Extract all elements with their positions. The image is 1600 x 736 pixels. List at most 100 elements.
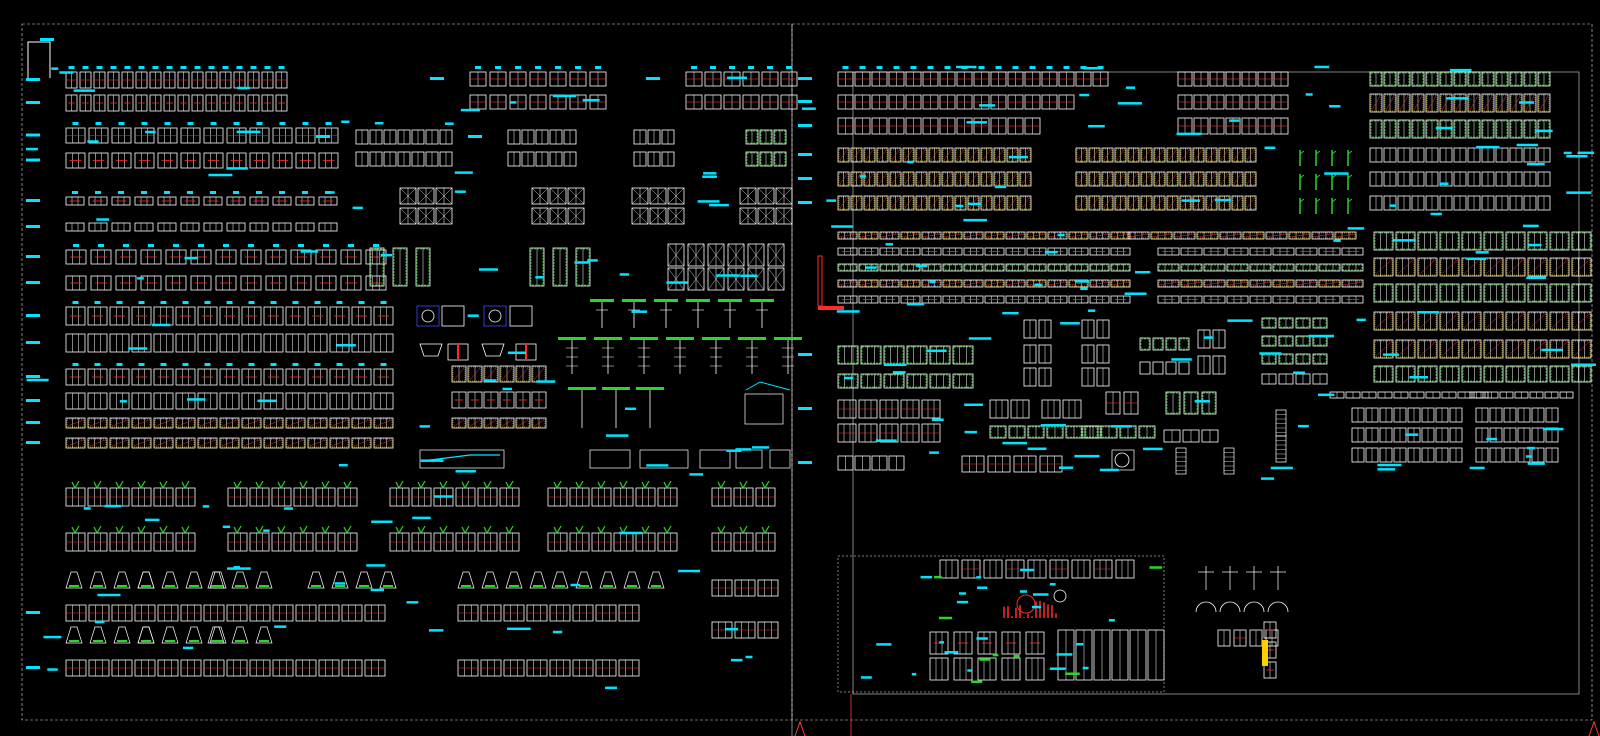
window-frame <box>1010 399 1030 419</box>
window-frame <box>1226 295 1249 304</box>
hatch-pattern <box>859 280 878 287</box>
fixture-section <box>419 343 443 357</box>
annotation-text <box>186 398 206 401</box>
section-line <box>965 281 982 286</box>
footing-outline <box>89 571 107 589</box>
section-line <box>1485 313 1502 329</box>
window-frame <box>1178 361 1190 375</box>
window-frame <box>1226 247 1249 256</box>
section-line <box>1221 233 1240 238</box>
annotation-text <box>689 473 704 476</box>
hatch-pattern <box>1090 232 1109 239</box>
section-line <box>995 197 1004 209</box>
plant-symbol <box>505 525 514 534</box>
section-line <box>309 439 326 447</box>
glass-hatch <box>1440 284 1459 302</box>
opening-swing <box>727 267 745 291</box>
section-line <box>533 367 545 381</box>
window-frame <box>175 392 196 410</box>
annotation-text <box>552 630 563 634</box>
annotation-text <box>752 446 770 449</box>
window-frame <box>837 279 858 288</box>
section-line <box>1103 197 1112 209</box>
section-line <box>891 149 900 161</box>
annotation-text <box>412 516 431 520</box>
section-line <box>969 149 978 161</box>
annotation-text <box>976 637 988 640</box>
r-strip-f <box>1127 231 1357 240</box>
hatch-pattern <box>516 366 530 382</box>
glass-hatch <box>907 374 927 388</box>
glass-hatch <box>1384 72 1396 86</box>
section-line <box>902 281 919 286</box>
bracket-top <box>622 299 646 302</box>
hatch-pattern <box>903 172 914 186</box>
swing-windows-e <box>631 187 685 205</box>
glass-hatch <box>1496 72 1508 86</box>
label-text <box>26 281 40 284</box>
annotation-text <box>1034 283 1043 287</box>
strip-window-sections-b <box>26 222 338 232</box>
hatch-pattern <box>922 232 941 239</box>
hatch-pattern <box>1193 172 1204 186</box>
hatch-pattern <box>851 148 862 162</box>
section-line <box>375 419 392 427</box>
section-line <box>1198 233 1217 238</box>
annotation-text <box>1526 162 1545 166</box>
window-frame <box>879 263 900 272</box>
glass-hatch <box>1296 318 1310 328</box>
window-frame <box>1549 283 1570 303</box>
section-line <box>878 149 887 161</box>
hatch-pattern <box>110 438 129 448</box>
glass-hatch <box>393 248 407 286</box>
annotation-text <box>1032 593 1049 596</box>
section-line <box>881 233 898 238</box>
window-frame <box>1549 231 1570 251</box>
dimension-tag <box>248 363 255 366</box>
annotation-text <box>1013 654 1020 658</box>
annotation-text <box>1329 105 1341 108</box>
r-hatched-f <box>1075 195 1257 211</box>
plant-symbol <box>597 480 606 489</box>
section-line <box>533 419 545 427</box>
window-frame <box>1005 279 1026 288</box>
window-frame <box>1001 631 1021 655</box>
annotation-text <box>956 600 969 604</box>
dimension-tag <box>314 363 321 366</box>
hatch-pattern <box>1440 340 1459 358</box>
section-line <box>1497 95 1507 111</box>
annotation-text <box>1056 653 1073 656</box>
glass-hatch <box>1398 120 1410 138</box>
annotation-text <box>1566 155 1588 158</box>
r-door-b <box>837 423 941 443</box>
footing-outline <box>379 571 397 589</box>
section-line <box>839 233 856 238</box>
annotation-text <box>1450 68 1472 72</box>
plant-symbol <box>461 480 470 489</box>
r-window-col-d <box>1081 319 1110 339</box>
plant-symbol <box>277 480 286 489</box>
window-frame <box>1272 247 1295 256</box>
window-frame <box>921 279 942 288</box>
hatch-pattern <box>1089 196 1100 210</box>
glass-hatch <box>370 248 384 286</box>
label-text <box>798 77 812 80</box>
hatch-pattern <box>452 418 466 428</box>
glass-hatch <box>964 264 983 271</box>
dimension-tag <box>204 363 211 366</box>
window-frame <box>240 249 262 265</box>
dimension-tag <box>859 66 866 69</box>
annotation-text <box>826 199 837 202</box>
plant-symbol <box>761 480 770 489</box>
plant-symbol <box>233 525 242 534</box>
hatch-pattern <box>516 418 530 428</box>
window-frame <box>1549 257 1570 277</box>
hatch-pattern <box>330 418 349 428</box>
dimension-tag <box>336 363 343 366</box>
window-frame <box>153 437 174 449</box>
window-frame <box>1527 365 1548 383</box>
annotation-text <box>605 434 629 437</box>
plant-symbol <box>159 480 168 489</box>
